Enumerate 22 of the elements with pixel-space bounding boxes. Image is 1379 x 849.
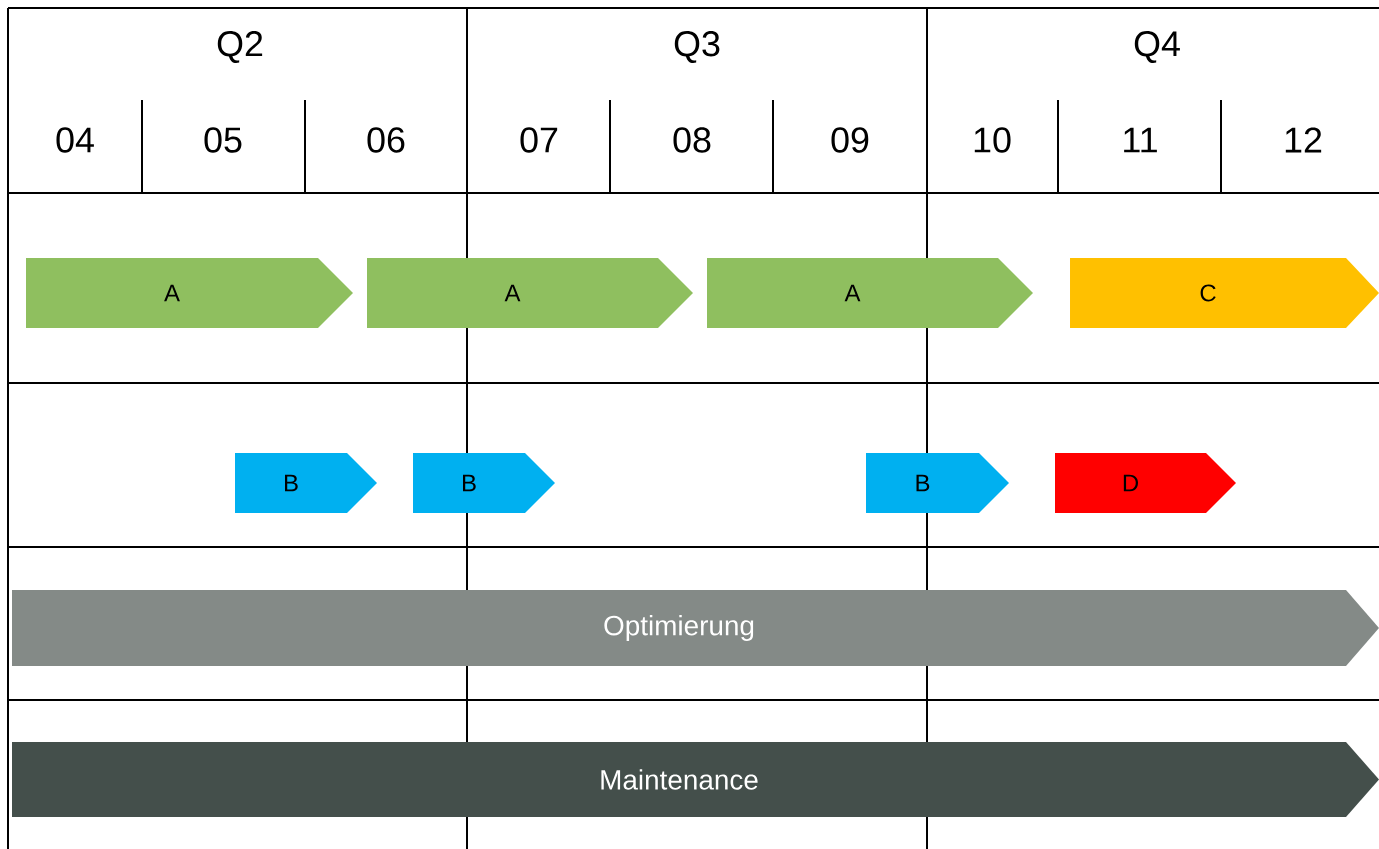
quarter-label: Q3 [674, 31, 720, 63]
task-bar: Optimierung [12, 590, 1379, 666]
month-label: 05 [204, 127, 242, 153]
task-bar: D [1055, 453, 1236, 513]
month-label: 04 [56, 127, 94, 153]
task-bar: A [707, 258, 1033, 328]
task-bar: B [866, 453, 1009, 513]
month-label: 09 [831, 127, 869, 153]
month-label: 06 [367, 127, 405, 153]
task-bar: B [413, 453, 555, 513]
quarter-label: Q2 [217, 31, 263, 63]
month-label: 11 [1124, 127, 1157, 153]
month-label: 10 [974, 127, 1011, 153]
task-bar: C [1070, 258, 1379, 328]
month-label: 07 [520, 127, 558, 153]
month-label: 08 [673, 127, 711, 153]
month-label: 12 [1285, 127, 1322, 153]
task-bar: B [235, 453, 377, 513]
task-bar: A [367, 258, 693, 328]
task-bar: A [26, 258, 353, 328]
task-bar: Maintenance [12, 742, 1379, 817]
quarter-label: Q4 [1134, 31, 1180, 63]
